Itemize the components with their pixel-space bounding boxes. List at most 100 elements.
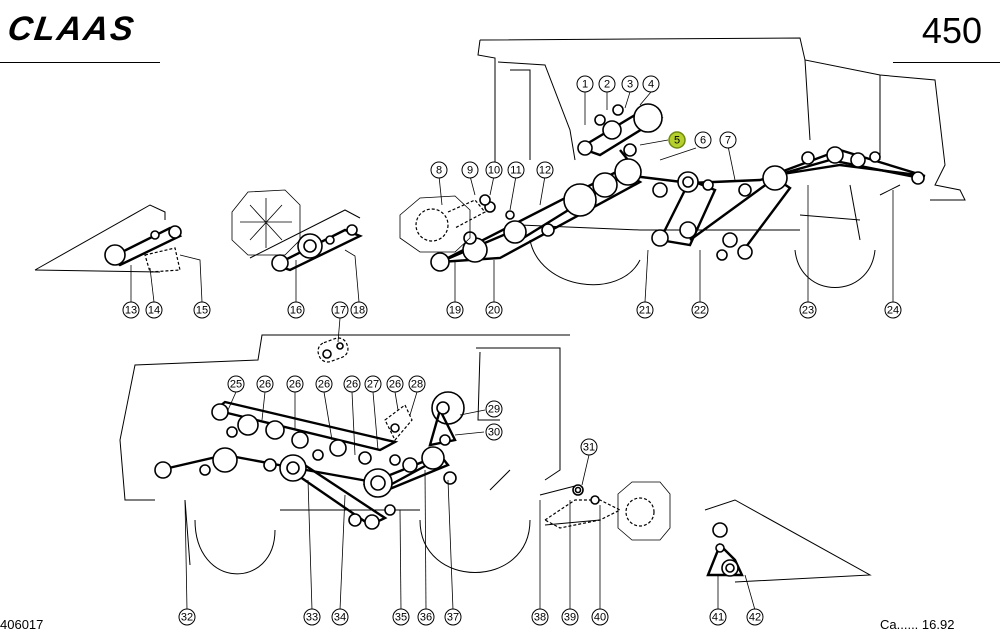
callout-39: 39 <box>561 608 579 626</box>
callout-label: 42 <box>749 612 761 624</box>
callout-label: 15 <box>196 305 208 317</box>
callout-label: 41 <box>712 612 724 624</box>
callout-29: 29 <box>485 400 503 418</box>
callout-label: 36 <box>420 612 432 624</box>
callout-label: 2 <box>604 79 610 91</box>
callout-label: 6 <box>700 135 706 147</box>
module-32-41 <box>539 481 671 541</box>
callout-22: 22 <box>691 301 709 319</box>
callout-label: 24 <box>887 305 899 317</box>
callout-label: 13 <box>125 305 137 317</box>
module-42-43 <box>704 499 872 583</box>
callout-label: 14 <box>148 305 160 317</box>
callout-label: 20 <box>488 305 500 317</box>
callout-6: 6 <box>694 131 712 149</box>
callout-10: 10 <box>485 161 503 179</box>
callout-19: 19 <box>446 301 464 319</box>
callout-23: 23 <box>799 301 817 319</box>
callout-label: 8 <box>436 165 442 177</box>
callout-32: 32 <box>178 608 196 626</box>
callout-label: 26 <box>289 379 301 391</box>
callout-9: 9 <box>461 161 479 179</box>
upper-belts <box>399 103 926 272</box>
callout-label: 31 <box>583 442 595 454</box>
callout-26: 26 <box>286 375 304 393</box>
callout-label: 17 <box>334 305 346 317</box>
leader-lines <box>130 91 894 611</box>
callout-label: 39 <box>564 612 576 624</box>
callout-label: 10 <box>488 165 500 177</box>
callout-label: 5 <box>674 135 680 147</box>
callout-label: 25 <box>230 379 242 391</box>
callout-34: 34 <box>331 608 349 626</box>
callout-31: 31 <box>580 438 598 456</box>
callout-label: 29 <box>488 404 500 416</box>
callout-36: 36 <box>417 608 435 626</box>
callout-26: 26 <box>386 375 404 393</box>
callout-label: 35 <box>395 612 407 624</box>
callout-label: 4 <box>648 79 654 91</box>
callout-label: 26 <box>259 379 271 391</box>
callout-4: 4 <box>642 75 660 93</box>
header-rule-right <box>893 62 1000 63</box>
callout-label: 7 <box>725 135 731 147</box>
callout-2: 2 <box>598 75 616 93</box>
callout-18: 18 <box>350 301 368 319</box>
callout-11: 11 <box>507 161 525 179</box>
callout-41: 41 <box>709 608 727 626</box>
callout-label: 28 <box>411 379 423 391</box>
callout-21: 21 <box>636 301 654 319</box>
callout-label: 23 <box>802 305 814 317</box>
callout-label: 32 <box>181 612 193 624</box>
callout-label: 16 <box>290 305 302 317</box>
callout-label: 18 <box>353 305 365 317</box>
callout-24: 24 <box>884 301 902 319</box>
callout-38: 38 <box>531 608 549 626</box>
callout-37: 37 <box>444 608 462 626</box>
callout-label: 30 <box>488 427 500 439</box>
upper-combine-outline <box>477 37 966 288</box>
callout-label: 26 <box>346 379 358 391</box>
callout-25: 25 <box>227 375 245 393</box>
callout-16: 16 <box>287 301 305 319</box>
callout-label: 22 <box>694 305 706 317</box>
callout-1: 1 <box>576 75 594 93</box>
callout-28: 28 <box>408 375 426 393</box>
callout-42: 42 <box>746 608 764 626</box>
callout-label: 1 <box>582 79 588 91</box>
callout-label: 9 <box>467 165 473 177</box>
callout-label: 19 <box>449 305 461 317</box>
module-cutterbar-13-15 <box>34 204 183 273</box>
callout-7: 7 <box>719 131 737 149</box>
lower-belts <box>154 391 465 530</box>
date-reference: Ca...... 16.92 <box>880 617 955 632</box>
callout-30: 30 <box>485 423 503 441</box>
module-reel-16-18 <box>231 189 363 272</box>
callout-label: 12 <box>539 165 551 177</box>
callout-26: 26 <box>256 375 274 393</box>
callout-26: 26 <box>343 375 361 393</box>
header-rule-left <box>0 62 160 63</box>
callout-20: 20 <box>485 301 503 319</box>
callout-label: 27 <box>367 379 379 391</box>
callout-label: 38 <box>534 612 546 624</box>
callout-35: 35 <box>392 608 410 626</box>
callout-label: 34 <box>334 612 346 624</box>
callout-33: 33 <box>303 608 321 626</box>
drawing-reference: 406017 <box>0 617 44 632</box>
callout-label: 26 <box>318 379 330 391</box>
callout-5: 5 <box>668 131 686 149</box>
callout-label: 11 <box>510 165 521 177</box>
callout-label: 3 <box>627 79 633 91</box>
callout-label: 33 <box>306 612 318 624</box>
callout-label: 26 <box>389 379 401 391</box>
callout-40: 40 <box>591 608 609 626</box>
callout-label: 21 <box>639 305 651 317</box>
callout-26: 26 <box>315 375 333 393</box>
callout-label: 37 <box>447 612 459 624</box>
lower-combine-outline <box>119 334 570 575</box>
page-number: 450 <box>921 10 982 51</box>
callout-14: 14 <box>145 301 163 319</box>
